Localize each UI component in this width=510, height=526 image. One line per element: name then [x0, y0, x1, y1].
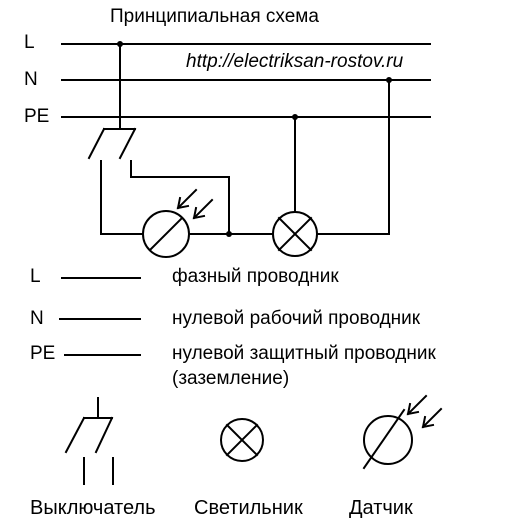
lamp-label: Светильник: [194, 497, 303, 519]
bus-label-pe: PE: [24, 106, 50, 127]
switch-label: Выключатель: [30, 497, 156, 519]
legend-code-pe: PE: [30, 343, 56, 364]
legend-desc-n: нулевой рабочий проводник: [172, 308, 421, 329]
sensor-symbol: [362, 394, 443, 470]
bus-label-n: N: [24, 69, 38, 90]
bus-label-l: L: [24, 32, 35, 53]
switch-symbol: [64, 397, 114, 485]
lamp-symbol: [220, 418, 264, 462]
legend-note-pe: (заземление): [172, 368, 290, 389]
legend-code-n: N: [30, 308, 44, 329]
legend-code-l: L: [30, 266, 41, 287]
sensor-label: Датчик: [349, 497, 413, 519]
junction-pe: [292, 114, 298, 120]
switch-contact-right: [118, 127, 137, 160]
switch-contact-left: [87, 127, 106, 160]
legend-desc-l: фазный проводник: [172, 266, 339, 287]
legend-desc-pe: нулевой защитный проводник: [172, 343, 436, 364]
diagram-title: Принципиальная схема: [110, 6, 319, 27]
circuit-sensor-stroke: [148, 216, 184, 252]
junction-n: [386, 77, 392, 83]
website-url: http://electriksan-rostov.ru: [186, 51, 404, 72]
junction-l: [117, 41, 123, 47]
junction-sensor: [226, 231, 232, 237]
